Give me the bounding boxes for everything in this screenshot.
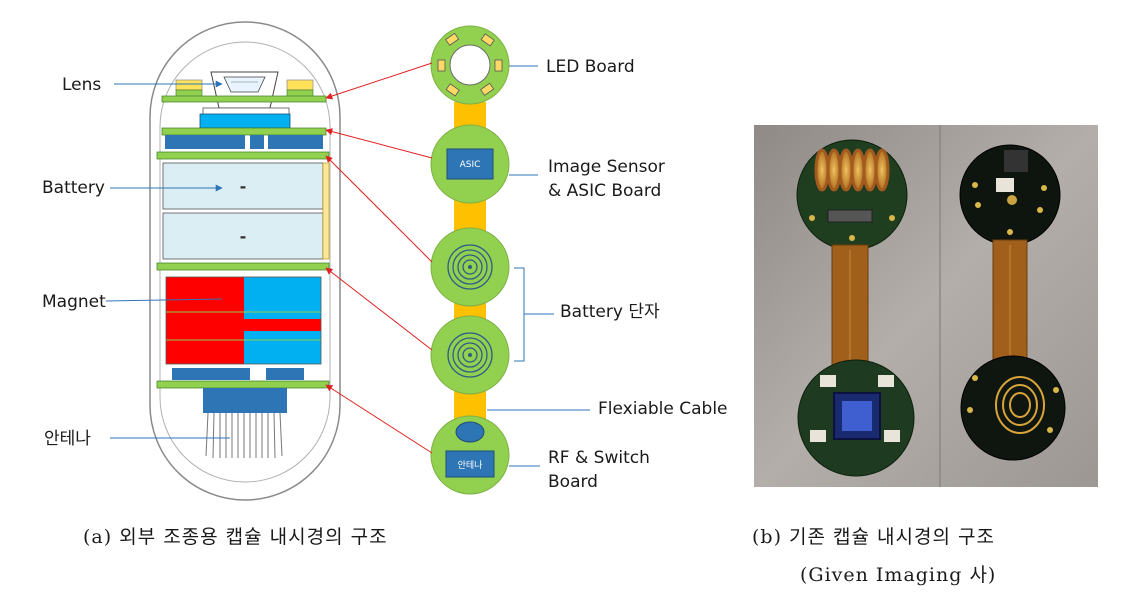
battery-cell-1-sign: - (240, 177, 247, 196)
caption-a: (a) 외부 조종용 캡슐 내시경의 구조 (83, 526, 388, 548)
capsule-battery-board-top (156, 151, 330, 160)
battery-terminal-board-2 (430, 315, 510, 395)
capsule-antenna-body (203, 388, 287, 413)
capsule-battery-board-bottom (156, 262, 330, 271)
battery-cell-2 (162, 212, 324, 260)
red-arrows (325, 62, 433, 454)
label-lens: Lens (62, 75, 101, 95)
label-image-sensor-1: Image Sensor (548, 157, 665, 177)
capsule-shell-inner (159, 41, 331, 483)
label-rf-1: RF & Switch (548, 448, 650, 468)
magnet-block (165, 276, 322, 365)
led-board (430, 25, 510, 105)
capsule-sensor-block (199, 113, 291, 129)
rf-switch-board: 안테나 (430, 415, 510, 495)
label-antenna: 안테나 (44, 429, 91, 449)
image-sensor-asic-board: ASIC (430, 124, 510, 204)
label-battery-terminal: Battery 단자 (560, 302, 660, 322)
label-magnet: Magnet (42, 292, 106, 312)
label-battery: Battery (42, 178, 105, 198)
label-led-board: LED Board (546, 57, 635, 77)
capsule-cross-section: - - (149, 21, 341, 501)
battery-terminal-bracket (514, 267, 554, 362)
label-image-sensor-2: & ASIC Board (548, 181, 661, 201)
label-flexible-cable: Flexiable Cable (598, 399, 728, 419)
caption-b-line2: (Given Imaging 사) (800, 564, 996, 586)
capsule-asic-components (165, 135, 323, 149)
label-rf-2: Board (548, 472, 598, 492)
capsule-rf-parts-right (266, 368, 304, 380)
capsule-asic-board (161, 127, 327, 136)
battery-cell-2-sign: - (240, 227, 247, 246)
antenna-chip-label: 안테나 (458, 460, 483, 471)
capsule-antenna-spikes (205, 412, 283, 459)
capsule-rf-board (156, 380, 330, 389)
asic-chip-label: ASIC (460, 160, 481, 170)
caption-b-line1: (b) 기존 캡슐 내시경의 구조 (752, 526, 995, 548)
capsule-rf-parts-left (172, 368, 250, 380)
battery-terminal-board-1 (430, 227, 510, 307)
leader-magnet (105, 298, 223, 302)
given-imaging-photo (754, 125, 1098, 487)
battery-cell-1 (162, 162, 324, 210)
capsule-led-board (161, 95, 327, 103)
